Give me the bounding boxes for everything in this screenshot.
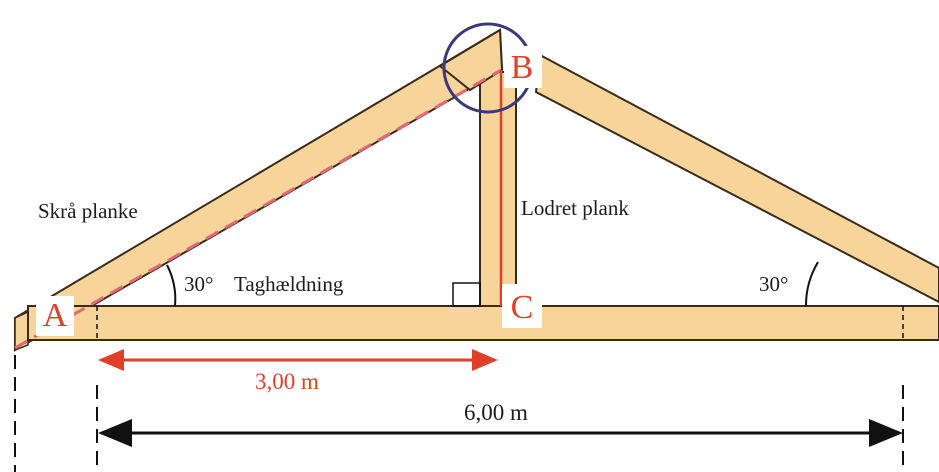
roof-pitch-label: Taghældning: [234, 272, 344, 296]
angle-right-label: 30°: [759, 272, 788, 296]
right-angle-marker: [452, 282, 481, 307]
half-span-label: 3,00 m: [255, 369, 319, 394]
tie-beam: [27, 305, 939, 341]
line-ab: [14, 68, 502, 350]
vertical-plank-label: Lodret plank: [521, 196, 629, 220]
point-c-label: C: [511, 289, 534, 326]
angle-arc-right: [804, 261, 819, 307]
point-a-label: A: [43, 297, 68, 334]
slanted-plank-label: Skrå planke: [38, 199, 138, 223]
left-rafter-end: [14, 310, 29, 352]
angle-arc-left: [166, 264, 177, 307]
full-span-label: 6,00 m: [464, 400, 528, 425]
point-b-label: B: [511, 49, 534, 86]
angle-left-label: 30°: [184, 272, 213, 296]
